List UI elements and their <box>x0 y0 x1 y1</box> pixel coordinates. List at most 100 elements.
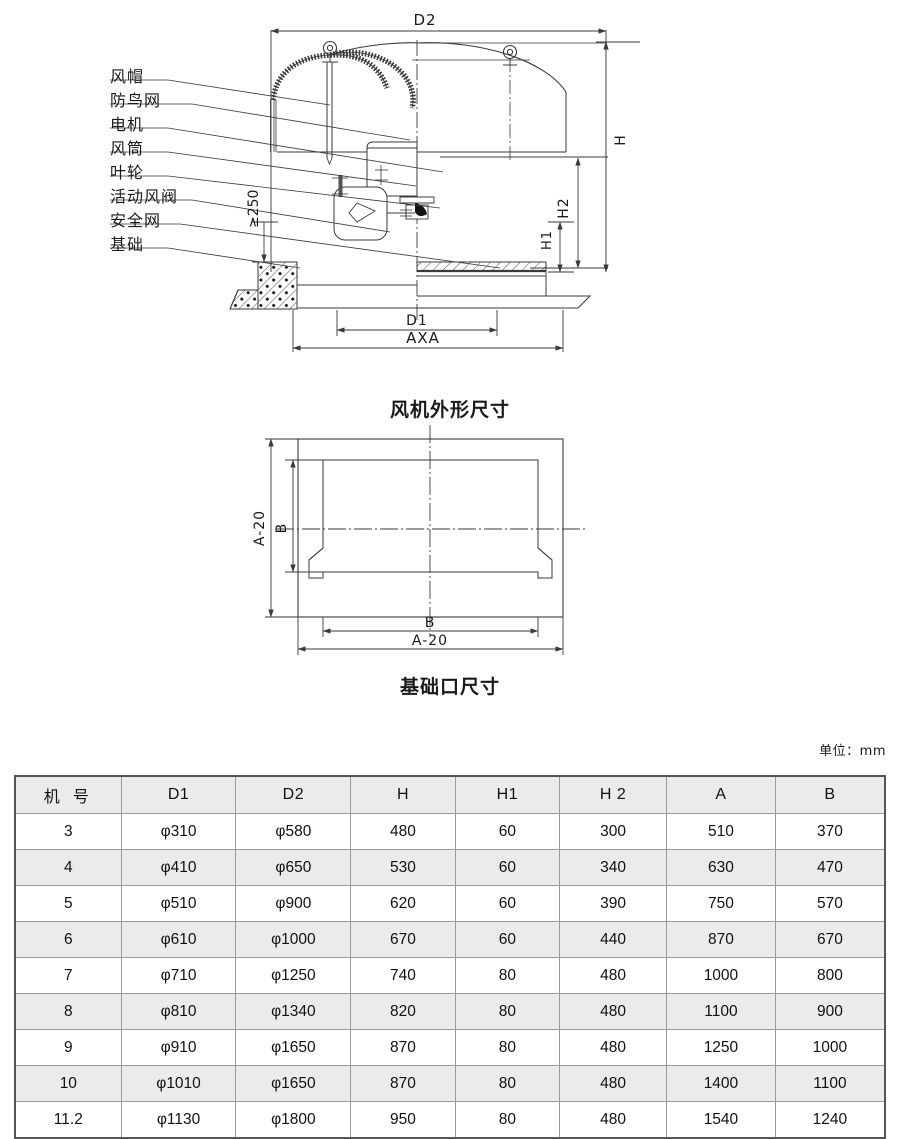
dimension-d1 <box>336 310 498 336</box>
table-cell-model: 3 <box>14 813 122 850</box>
table-cell-a: 1250 <box>666 1029 776 1066</box>
table-cell-h: 620 <box>350 885 456 922</box>
label-min-clearance: ≥250 <box>246 190 262 228</box>
table-cell-h2: 340 <box>559 849 668 886</box>
table-cell-a: 1540 <box>666 1101 776 1139</box>
table-cell-model: 7 <box>14 957 122 994</box>
table-header-model: 机 号 <box>14 776 122 814</box>
table-cell-h: 530 <box>350 849 456 886</box>
table-cell-d2: φ1340 <box>235 993 352 1030</box>
table-cell-h: 670 <box>350 921 456 958</box>
table-cell-d2: φ900 <box>235 885 352 922</box>
label-dimension-h2: H2 <box>556 197 572 218</box>
table-cell-a: 870 <box>666 921 776 958</box>
cap-support-rod <box>326 62 333 166</box>
dimension-h1 <box>548 221 574 273</box>
table-cell-d2: φ1800 <box>235 1101 352 1139</box>
table-cell-d2: φ1250 <box>235 957 352 994</box>
table-cell-h: 870 <box>350 1029 456 1066</box>
table-cell-model: 11.2 <box>14 1101 122 1139</box>
table-header-d2: D2 <box>235 776 352 814</box>
label-dimension-d1: D1 <box>406 313 428 329</box>
dimension-a-minus-20-horizontal <box>297 617 564 655</box>
table-cell-a: 1400 <box>666 1065 776 1102</box>
fan-elevation-diagram: D2 D1 AXA H H2 H1 ≥250 风帽 防鸟网 电机 风筒 叶轮 活… <box>0 0 900 380</box>
caption-fan-outline: 风机外形尺寸 <box>389 399 510 421</box>
table-cell-h2: 480 <box>559 1029 668 1066</box>
dimension-min-clearance <box>252 221 285 263</box>
table-cell-model: 6 <box>14 921 122 958</box>
table-cell-d1: φ410 <box>120 849 237 886</box>
table-cell-h2: 480 <box>559 1065 668 1102</box>
part-label-motor: 电机 <box>110 115 145 134</box>
table-cell-h1: 60 <box>454 849 561 886</box>
table-cell-b: 900 <box>774 993 886 1030</box>
table-header-h2: H 2 <box>559 776 668 814</box>
table-cell-h1: 60 <box>454 813 561 850</box>
table-cell-b: 1000 <box>774 1029 886 1066</box>
table-cell-b: 570 <box>774 885 886 922</box>
table-cell-model: 10 <box>14 1065 122 1102</box>
label-a-minus-20-vertical: A-20 <box>252 510 268 546</box>
table-header-a: A <box>666 776 776 814</box>
table-cell-d1: φ610 <box>120 921 237 958</box>
label-a-minus-20-horizontal: A-20 <box>412 633 448 649</box>
foundation-block <box>229 261 298 310</box>
table-cell-h1: 80 <box>454 1101 561 1139</box>
table-cell-h1: 80 <box>454 1065 561 1102</box>
table-cell-b: 670 <box>774 921 886 958</box>
label-b-horizontal: B <box>425 615 436 631</box>
table-cell-h2: 480 <box>559 1101 668 1139</box>
table-cell-h1: 80 <box>454 1029 561 1066</box>
part-label-impeller: 叶轮 <box>110 163 145 182</box>
table-cell-d2: φ650 <box>235 849 352 886</box>
table-cell-h: 870 <box>350 1065 456 1102</box>
table-cell-h1: 60 <box>454 921 561 958</box>
dimension-a-minus-20-vertical <box>265 438 300 618</box>
part-label-foundation: 基础 <box>110 235 145 254</box>
dimension-b-horizontal <box>322 617 539 637</box>
table-cell-h1: 60 <box>454 885 561 922</box>
table-header-row: 机 号 D1 D2 H H1 H 2 A B <box>14 776 886 814</box>
table-cell-h1: 80 <box>454 993 561 1030</box>
part-label-movable-damper: 活动风阀 <box>110 187 179 206</box>
table-header-h: H <box>350 776 456 814</box>
table-cell-d1: φ310 <box>120 813 237 850</box>
table-cell-d1: φ710 <box>120 957 237 994</box>
table-cell-d1: φ510 <box>120 885 237 922</box>
table-header-b: B <box>774 776 886 814</box>
part-label-bird-screen: 防鸟网 <box>110 91 162 110</box>
table-cell-d2: φ1000 <box>235 921 352 958</box>
table-cell-h1: 80 <box>454 957 561 994</box>
table-cell-h2: 480 <box>559 957 668 994</box>
table-cell-h2: 440 <box>559 921 668 958</box>
caption-foundation-opening: 基础口尺寸 <box>399 676 500 698</box>
table-cell-model: 8 <box>14 993 122 1030</box>
table-cell-d1: φ810 <box>120 993 237 1030</box>
table-cell-d2: φ1650 <box>235 1029 352 1066</box>
dimension-b-vertical <box>285 459 325 573</box>
table-cell-h: 740 <box>350 957 456 994</box>
foundation-inner-opening <box>308 459 553 579</box>
table-header-d1: D1 <box>120 776 237 814</box>
table-cell-d1: φ1010 <box>120 1065 237 1102</box>
table-cell-b: 1240 <box>774 1101 886 1139</box>
table-cell-model: 4 <box>14 849 122 886</box>
table-cell-d2: φ580 <box>235 813 352 850</box>
table-cell-h: 480 <box>350 813 456 850</box>
table-cell-a: 1100 <box>666 993 776 1030</box>
damper-plate <box>332 175 348 197</box>
table-cell-model: 5 <box>14 885 122 922</box>
